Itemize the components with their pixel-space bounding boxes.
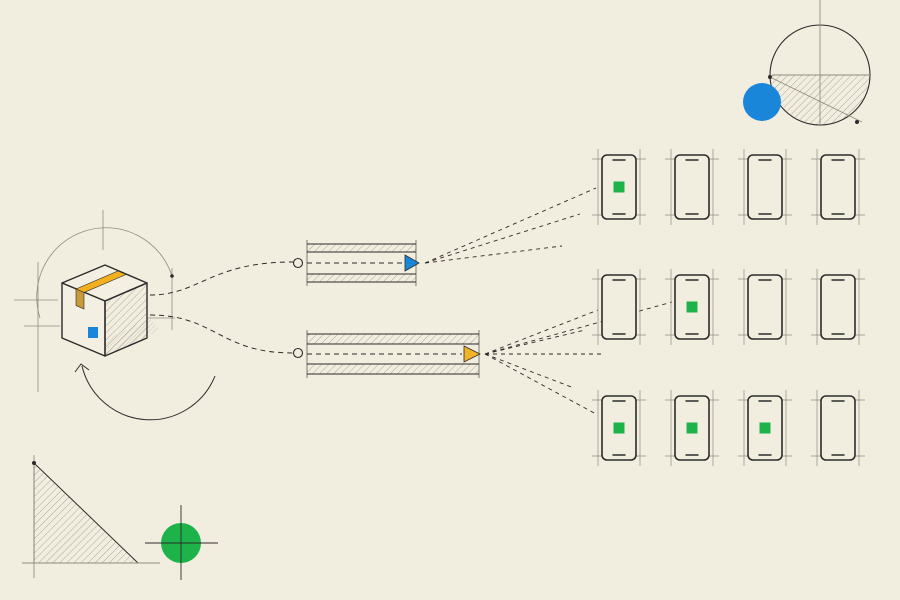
update-indicator <box>686 301 698 313</box>
update-indicator <box>613 422 625 434</box>
smartphone-icon <box>820 154 856 220</box>
rollback-arrow <box>74 363 216 421</box>
pipeline-large-input-node <box>292 347 304 359</box>
green-target-dot <box>145 505 218 580</box>
phone-r3-c3 <box>738 390 792 466</box>
update-indicator <box>759 422 771 434</box>
pipeline-small-tip <box>404 254 420 272</box>
blue-accent-dot <box>743 83 781 121</box>
phone-r2-c3 <box>738 269 792 345</box>
phone-r3-c1 <box>592 390 646 466</box>
pipeline-small <box>306 240 420 286</box>
smartphone-icon <box>747 154 783 220</box>
phone-r3-c4 <box>811 390 865 466</box>
package-right-face <box>104 282 148 357</box>
smartphone-icon <box>674 154 710 220</box>
package-to-pipeline-connectors <box>149 261 294 354</box>
fanout-rays <box>424 187 673 415</box>
smartphone-icon <box>820 395 856 461</box>
device-grid <box>592 149 865 466</box>
smartphone-icon <box>747 274 783 340</box>
phone-r1-c2 <box>665 149 719 225</box>
pipeline-small-input-node <box>292 257 304 269</box>
phone-guides <box>592 269 646 345</box>
phone-r1-c4 <box>811 149 865 225</box>
phone-r2-c2 <box>665 269 719 345</box>
phone-r3-c2 <box>665 390 719 466</box>
update-indicator <box>613 181 625 193</box>
smartphone-icon <box>601 274 637 340</box>
update-indicator <box>686 422 698 434</box>
package-tape-side <box>75 288 85 310</box>
phone-r2-c4 <box>811 269 865 345</box>
pipeline-large-tip <box>463 345 481 363</box>
phone-r1-c3 <box>738 149 792 225</box>
package-blue-label <box>88 327 98 338</box>
triangle-construction <box>22 455 160 578</box>
package-construction-lines <box>14 210 175 392</box>
phone-r1-c1 <box>592 149 646 225</box>
package-box-icon <box>14 210 216 421</box>
smartphone-icon <box>820 274 856 340</box>
circle-construction <box>743 0 871 126</box>
pipeline-large <box>306 330 481 378</box>
phone-guides <box>665 149 719 225</box>
phone-r2-c1 <box>592 269 646 345</box>
